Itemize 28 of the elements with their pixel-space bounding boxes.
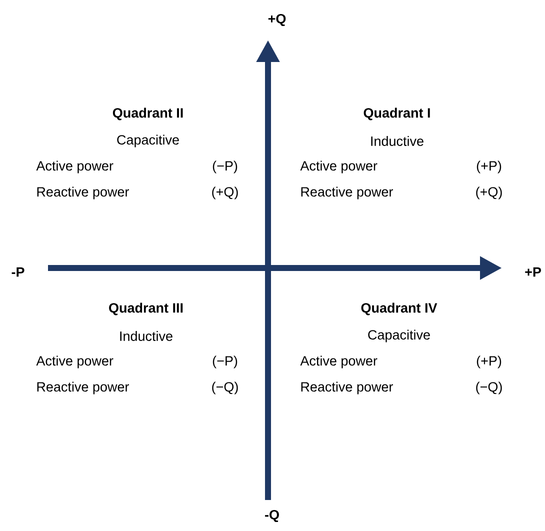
sign-label: (+P) (476, 356, 502, 368)
quantity-label: Reactive power (301, 186, 393, 200)
quantity-label: Reactive power (301, 382, 393, 394)
axis-label: -P (12, 267, 24, 277)
axis-label: -Q (265, 510, 279, 522)
quantity-label: Active power (300, 160, 378, 174)
quadrant-heading: Quadrant II (112, 108, 183, 120)
sign-label: (−Q) (212, 382, 238, 394)
load-type-label: Capacitive (368, 330, 430, 342)
sign-label: (+P) (476, 160, 502, 174)
quadrant-heading: Quadrant I (364, 108, 430, 120)
load-type-label: Inductive (120, 331, 172, 341)
sign-label: (+Q) (476, 186, 502, 200)
quantity-label: Active power (36, 356, 114, 368)
axis-label: +P (525, 267, 541, 277)
load-type-label: Inductive (371, 136, 424, 146)
sign-label: (−Q) (476, 382, 502, 394)
quadrant-heading: Quadrant III (109, 302, 183, 316)
sign-label: (+Q) (212, 186, 238, 200)
load-type-label: Capacitive (117, 134, 179, 148)
quantity-label: Reactive power (37, 382, 129, 394)
sign-label: (−P) (212, 356, 238, 368)
sign-label: (−P) (212, 160, 238, 174)
quadrant-heading: Quadrant IV (361, 302, 438, 316)
quantity-label: Reactive power (37, 186, 129, 200)
axis-label: +Q (268, 14, 286, 26)
quantity-label: Active power (36, 160, 114, 174)
quantity-label: Active power (300, 356, 378, 368)
